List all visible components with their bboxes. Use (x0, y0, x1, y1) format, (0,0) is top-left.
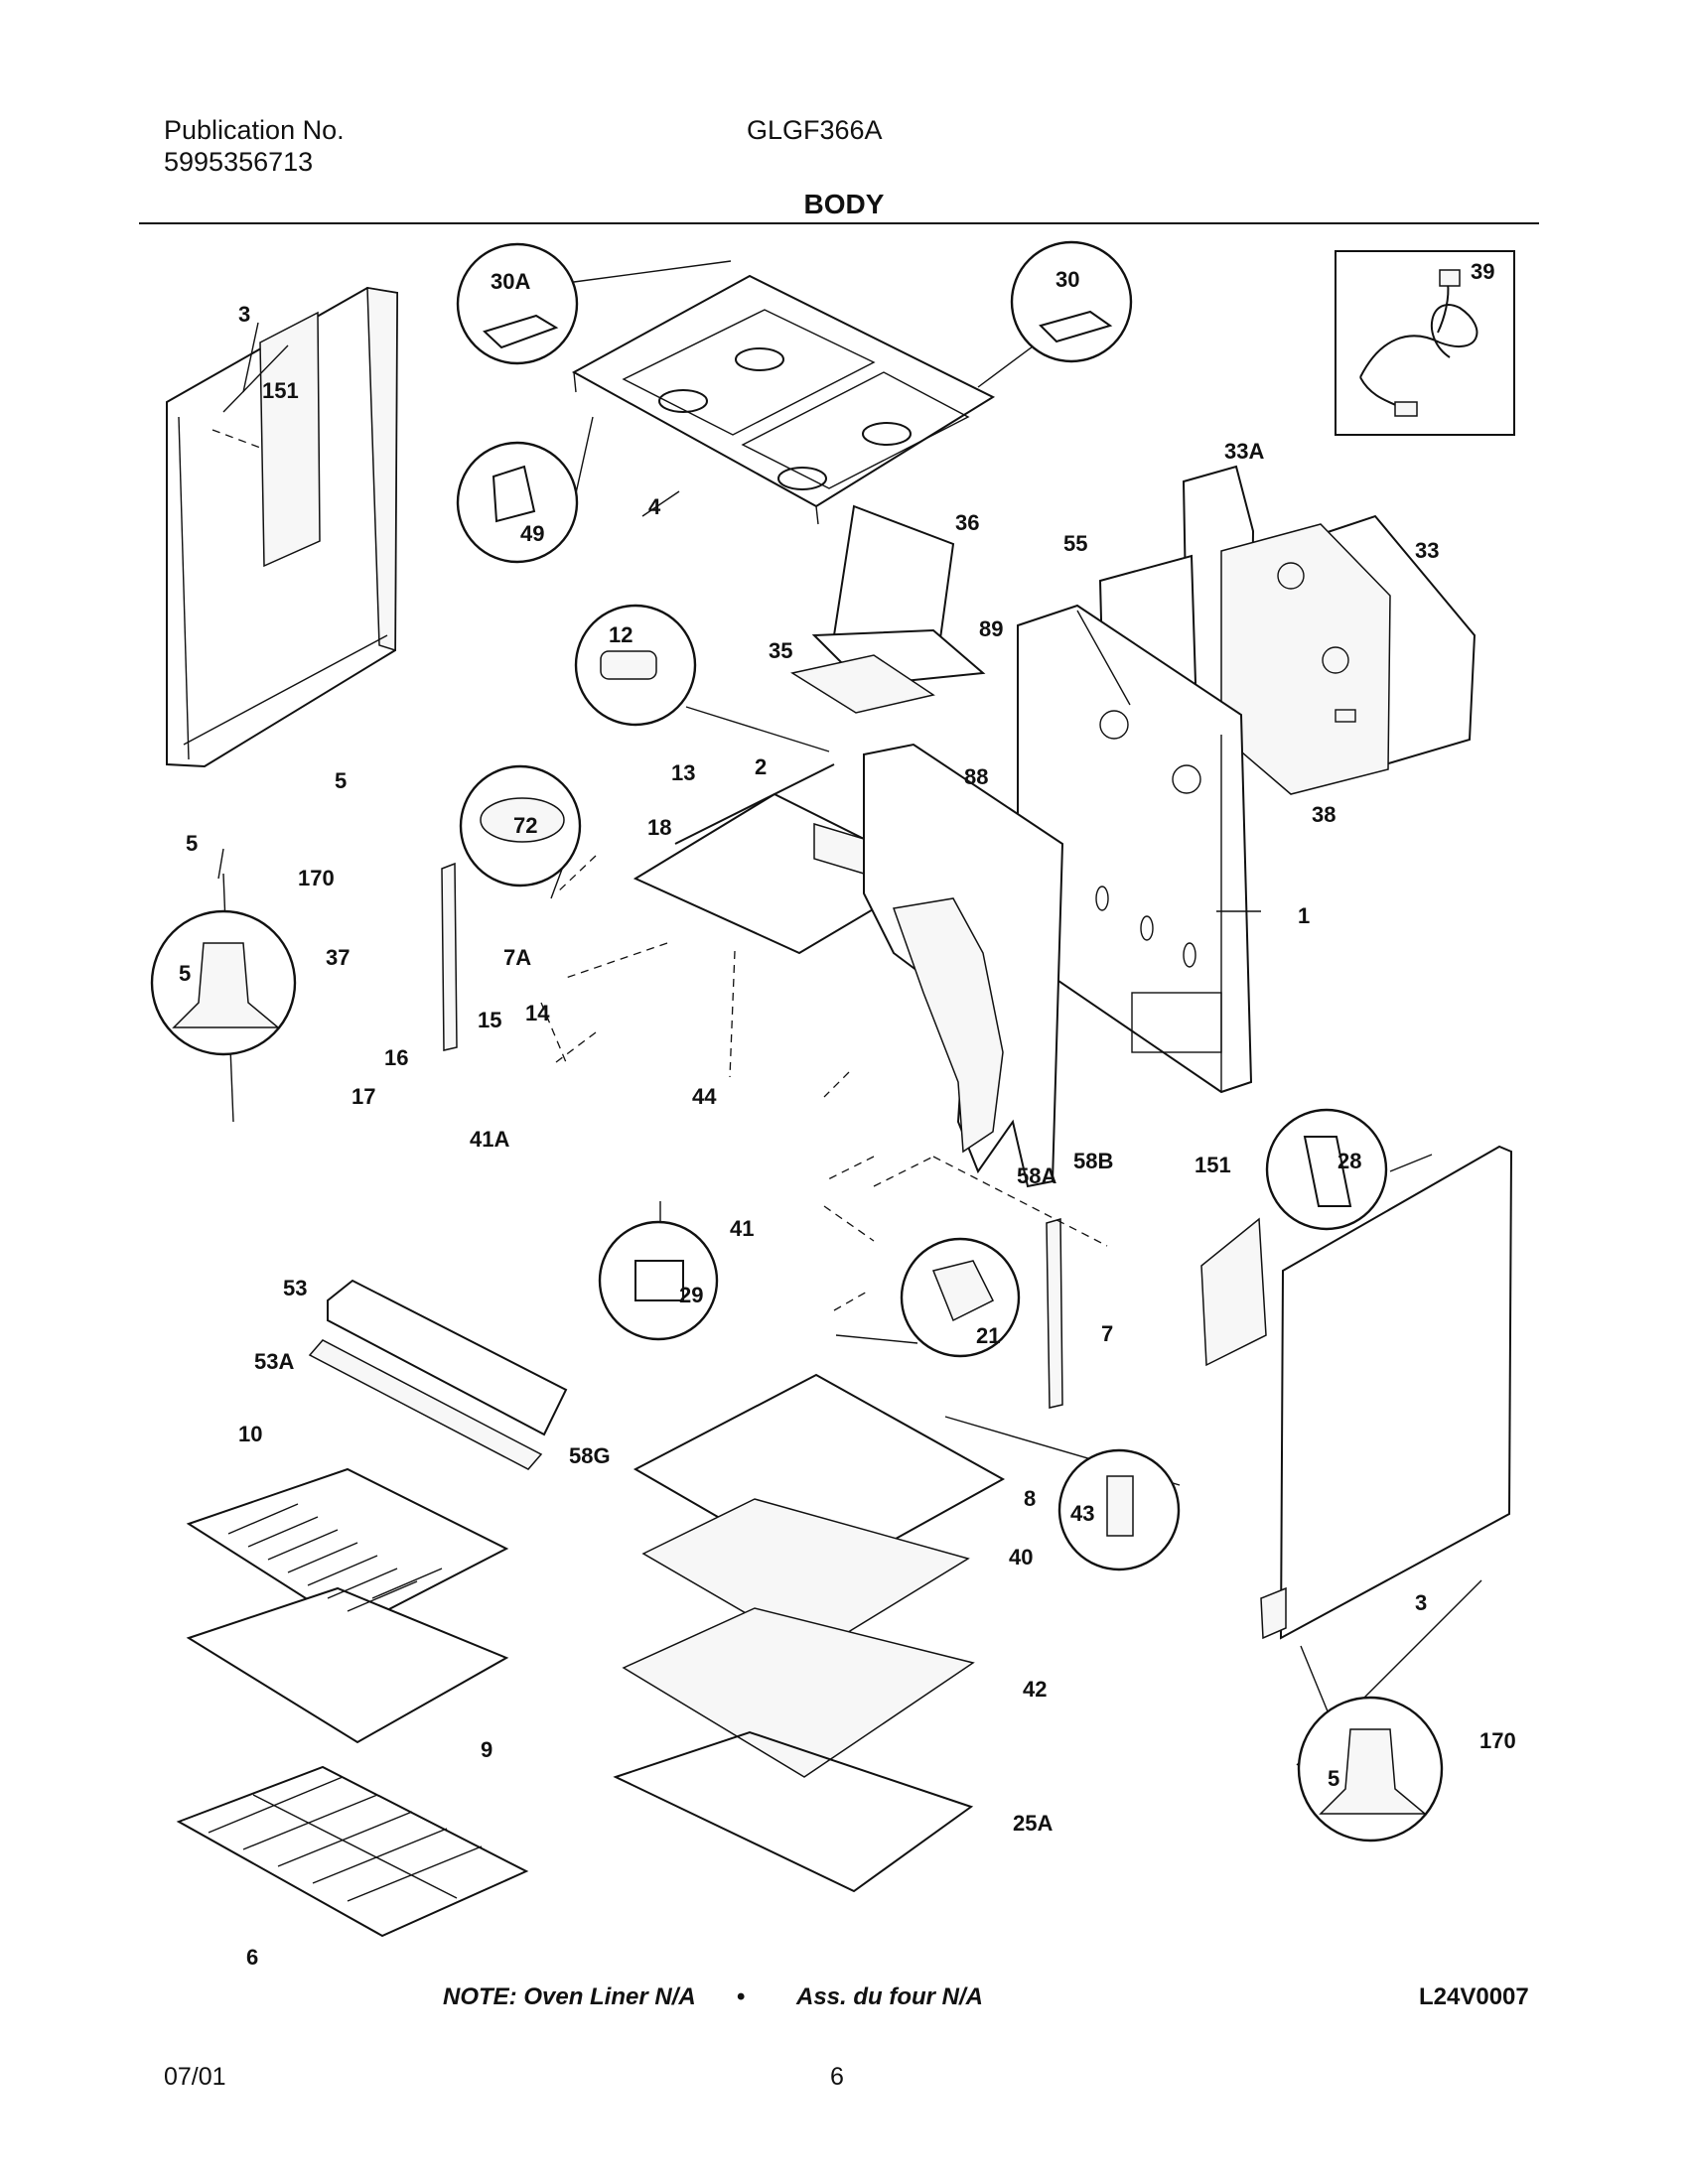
callout: 151 (262, 378, 299, 403)
callout: 170 (1479, 1728, 1516, 1753)
callout: 151 (1195, 1153, 1231, 1177)
callout: 2 (755, 754, 767, 779)
left-side-panel (166, 286, 399, 768)
callout-labels: 3 151 30A 4 49 30 39 33A 33 55 36 12 35 … (179, 259, 1516, 1970)
callout: 33 (1415, 538, 1439, 563)
drawing-code: L24V0007 (1419, 1983, 1529, 2010)
callout: 49 (520, 521, 544, 546)
callout: 35 (769, 638, 792, 663)
detail-circles (150, 240, 1444, 1843)
model-number: GLGF366A (747, 115, 883, 145)
header-rule (139, 222, 1539, 224)
callout: 7A (503, 945, 531, 970)
note-oven-liner: NOTE: Oven Liner N/A (443, 1983, 696, 2010)
callout: 53A (254, 1349, 294, 1374)
oven-bottom-trays (613, 1373, 1006, 1893)
publication-date: 07/01 (164, 2063, 226, 2091)
callout: 1 (1298, 903, 1310, 928)
callout: 13 (671, 760, 695, 785)
callout: 37 (326, 945, 350, 970)
callout: 41A (470, 1127, 509, 1152)
kick-panel-parts (308, 1279, 568, 1470)
callout: 72 (513, 813, 537, 838)
callout: 29 (679, 1283, 703, 1307)
publication-number: 5995356713 (164, 147, 314, 177)
callout: 44 (692, 1084, 717, 1109)
callout: 28 (1337, 1149, 1361, 1173)
callout: 88 (964, 764, 988, 789)
callout: 58G (569, 1443, 611, 1468)
broiler-pan (186, 1467, 509, 1744)
callout: 58B (1073, 1149, 1113, 1173)
callout: 5 (335, 768, 347, 793)
callout: 17 (352, 1084, 375, 1109)
callout: 5 (179, 961, 191, 986)
power-cord-inset (1335, 250, 1515, 436)
callout: 43 (1070, 1501, 1094, 1526)
publication-label: Publication No. (164, 115, 345, 145)
callout: 10 (238, 1422, 262, 1446)
note-separator: • (737, 1983, 746, 2010)
oven-bottom-assembly (790, 504, 986, 714)
callout: 33A (1224, 439, 1264, 464)
back-panel (1017, 604, 1253, 1094)
callout: 4 (648, 494, 661, 519)
callout: 36 (955, 510, 979, 535)
oven-rack (176, 1765, 529, 1938)
callout: 18 (647, 815, 671, 840)
right-side-panel (1200, 1145, 1513, 1640)
callout: 25A (1013, 1811, 1053, 1836)
callout: 30A (491, 269, 530, 294)
callout: 21 (976, 1323, 1000, 1348)
callout: 12 (609, 622, 633, 647)
callout: 53 (283, 1276, 307, 1300)
callout: 14 (525, 1001, 550, 1025)
callout: 15 (478, 1008, 501, 1032)
callout: 58A (1017, 1163, 1056, 1188)
callout: 6 (246, 1945, 258, 1970)
section-title: BODY (803, 189, 885, 219)
cooktop (571, 274, 996, 525)
callout: 3 (1415, 1590, 1427, 1615)
assembly-guide-lines (211, 429, 1108, 1311)
callout: 16 (384, 1045, 408, 1070)
callout: 40 (1009, 1545, 1033, 1570)
callout: 8 (1024, 1486, 1036, 1511)
callout: 38 (1312, 802, 1336, 827)
hinges (441, 862, 1063, 1409)
note-oven-liner-french: Ass. du four N/A (796, 1983, 984, 2010)
callout: 89 (979, 616, 1003, 641)
callout: 42 (1023, 1677, 1047, 1702)
front-frame (863, 743, 1064, 1188)
callout: 7 (1101, 1321, 1113, 1346)
page-number: 6 (830, 2063, 844, 2091)
callout: 170 (298, 866, 335, 890)
callout: 41 (730, 1216, 754, 1241)
callout: 30 (1055, 267, 1079, 292)
callout: 39 (1471, 259, 1494, 284)
callout: 55 (1063, 531, 1087, 556)
callout: 5 (1328, 1766, 1339, 1791)
callout: 9 (481, 1737, 492, 1762)
callout: 5 (186, 831, 198, 856)
callout: 3 (238, 302, 250, 327)
